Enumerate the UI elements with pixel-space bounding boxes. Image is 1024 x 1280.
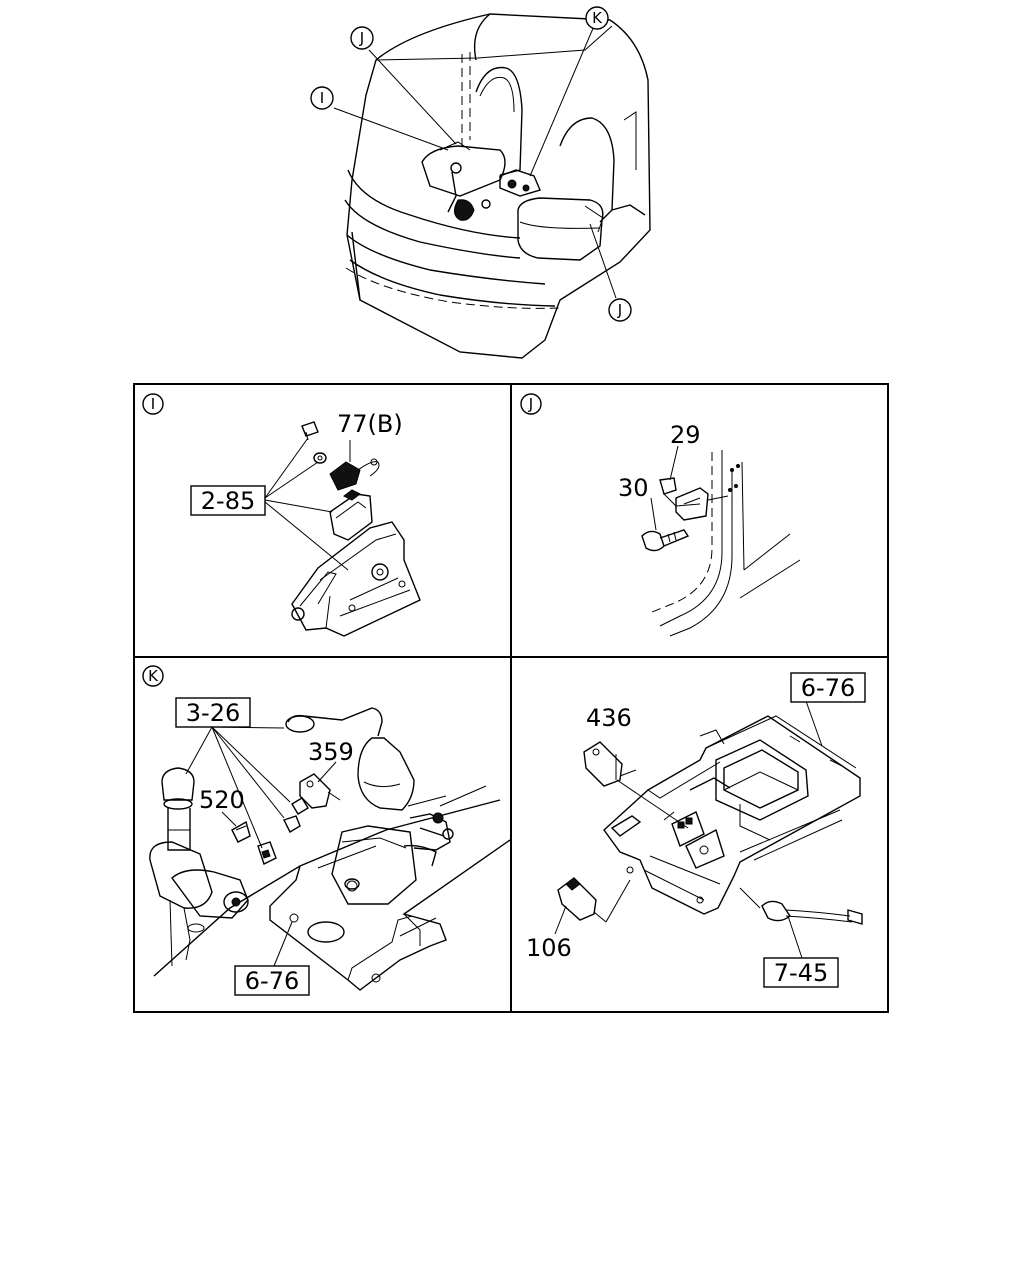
callout-j-bottom[interactable]: J <box>608 298 632 322</box>
panel-console: 6-76 436 106 7-45 <box>526 672 866 988</box>
part-ref-6-76-k-label: 6-76 <box>245 967 299 995</box>
switch-77b-illustration <box>329 440 380 491</box>
part-ref-2-85-label: 2-85 <box>201 487 255 515</box>
callout-i[interactable]: I <box>310 86 334 110</box>
part-ref-7-45[interactable]: 7-45 <box>763 957 839 988</box>
panel-k: K <box>142 665 511 996</box>
callout-k[interactable]: K <box>585 6 609 30</box>
callout-i-label: I <box>320 89 324 107</box>
panel-i: I <box>142 393 421 637</box>
cab-overview-illustration <box>333 13 651 359</box>
switch-359-illustration <box>299 773 341 809</box>
bracket-29-illustration <box>659 477 729 521</box>
panel-j-marker: J <box>520 393 542 415</box>
part-ref-3-26[interactable]: 3-26 <box>175 697 251 728</box>
bolt-washer-illustration <box>301 421 327 464</box>
console-illustration <box>603 715 861 915</box>
panel-j-marker-label: J <box>528 395 533 413</box>
panel-i-marker: I <box>142 393 164 415</box>
reservoir-cylinder-illustration <box>149 767 249 967</box>
pillar-frame-illustration <box>651 450 801 637</box>
shift-lever-illustration <box>285 707 487 905</box>
part-ref-7-45-label: 7-45 <box>774 959 828 987</box>
part-label-30: 30 <box>618 474 649 502</box>
relay-436-illustration <box>583 741 637 787</box>
base-plate-illustration <box>153 799 511 991</box>
harness-7-45-illustration <box>739 887 863 925</box>
part-ref-6-76-console-label: 6-76 <box>801 674 855 702</box>
part-ref-2-85[interactable]: 2-85 <box>190 485 266 516</box>
panel-j: J <box>520 393 801 637</box>
screw-30-illustration <box>641 529 690 552</box>
bracket-illustration <box>329 489 373 541</box>
callout-j-bottom-label: J <box>617 301 622 319</box>
callout-k-label: K <box>592 9 603 27</box>
fittings-illustration <box>231 797 309 865</box>
callout-j-top-label: J <box>359 29 364 47</box>
panel-k-marker-label: K <box>148 667 159 685</box>
part-label-359: 359 <box>308 738 354 766</box>
part-label-436: 436 <box>586 704 632 732</box>
panel-k-marker: K <box>142 665 164 687</box>
pedal-assembly-illustration <box>291 521 421 637</box>
part-label-77b: 77(B) <box>337 410 403 438</box>
part-label-106: 106 <box>526 934 572 962</box>
part-ref-3-26-label: 3-26 <box>186 699 240 727</box>
part-ref-6-76-k[interactable]: 6-76 <box>234 965 310 996</box>
part-label-29: 29 <box>670 421 701 449</box>
callout-j-top[interactable]: J <box>350 26 374 50</box>
relay-106-illustration <box>557 877 607 923</box>
part-ref-6-76-console[interactable]: 6-76 <box>790 672 866 703</box>
panel-i-marker-label: I <box>151 395 155 413</box>
part-label-520: 520 <box>199 786 245 814</box>
